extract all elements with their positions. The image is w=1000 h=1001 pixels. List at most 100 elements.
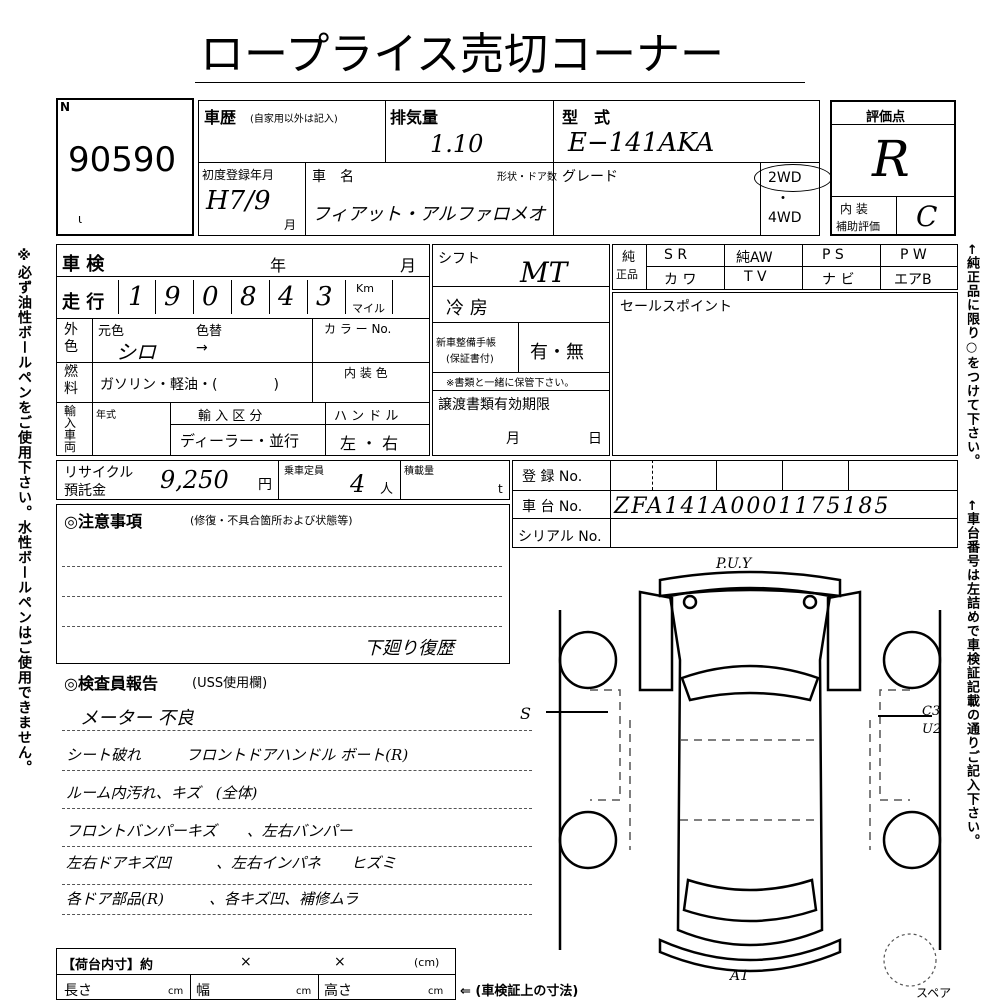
row-line	[56, 276, 430, 277]
first-reg-month-unit: 月	[284, 218, 297, 232]
vline	[802, 244, 803, 290]
row-line	[56, 362, 430, 363]
vline	[92, 318, 93, 456]
evaluation-box	[830, 100, 956, 236]
vline	[325, 402, 326, 456]
fuel-label: 燃料	[64, 364, 78, 397]
row-line	[432, 372, 610, 373]
report-line	[62, 884, 532, 885]
dims-note: ⇐ (車検証上の寸法)	[460, 984, 579, 999]
import-label: 輸入車両	[64, 404, 77, 454]
report-line-2: シート破れ フロントドアハンドル ボート(R)	[66, 746, 409, 764]
top-divider	[198, 162, 820, 163]
interior-color-label: 内 装 色	[344, 366, 388, 380]
vline	[848, 460, 849, 490]
row-line	[432, 286, 610, 287]
vline	[880, 244, 881, 290]
chassis-value: ZFA141A0001175185	[614, 494, 891, 519]
diagram-left-mark: S	[520, 704, 531, 723]
report-line	[62, 914, 532, 915]
lot-sub: ι	[78, 212, 83, 226]
drive-dot: ・	[776, 191, 790, 207]
row-line	[512, 490, 958, 491]
vline	[385, 100, 386, 162]
notes-label: ◎注意事項	[64, 512, 142, 531]
diagram-bottom-mark: A1	[730, 968, 750, 984]
row-line	[432, 322, 610, 323]
load-unit: t	[498, 482, 503, 496]
dims-height: 高さ	[324, 983, 352, 999]
mileage-digit-5: 4	[278, 282, 295, 312]
vline	[518, 322, 519, 372]
vline	[760, 162, 761, 236]
displacement-value: 1.10	[430, 130, 484, 158]
cargo-label: 【荷台内寸】約	[62, 958, 154, 973]
lot-label: N	[60, 100, 71, 114]
report-line	[62, 846, 532, 847]
vline	[553, 100, 554, 236]
drive-circle	[754, 164, 832, 192]
note-line	[62, 566, 502, 567]
row-line	[432, 390, 610, 391]
vline	[190, 974, 191, 1000]
notes-sub: (修復・不具合箇所および状態等)	[190, 514, 353, 527]
color-arrow: →	[196, 340, 208, 356]
mileage-digit-4: 8	[240, 282, 257, 312]
inspection-year: 年	[270, 256, 287, 275]
equip-airbag: エアB	[894, 272, 932, 288]
equipment-grid	[612, 244, 958, 290]
drive-4wd: 4WD	[768, 210, 802, 226]
car-name-label: 車 名	[312, 169, 354, 185]
diagram-right-mark-1: C3	[922, 704, 941, 719]
capacity-label: 乗車定員	[284, 466, 324, 477]
dims-width: 幅	[196, 983, 210, 999]
cargo-x2: ×	[334, 954, 346, 970]
handle-label: ハ ン ド ル	[334, 409, 399, 424]
evaluation-value: R	[872, 130, 910, 188]
spare-label: スペア	[916, 986, 952, 1000]
dims-length: 長さ	[64, 983, 92, 999]
vline	[724, 244, 725, 290]
digit-sep	[269, 280, 270, 314]
vline	[305, 162, 306, 236]
model-value: E−141AKA	[568, 128, 715, 158]
vline	[652, 460, 653, 490]
notes-remark: 下廻り復歴	[364, 638, 454, 659]
digit-sep	[118, 280, 119, 314]
dims-length-unit: cm	[168, 986, 184, 997]
spec-block	[56, 244, 430, 456]
color-outer-label: 外色	[64, 322, 78, 355]
recycle-label-2: 預託金	[64, 483, 106, 499]
vline	[610, 460, 611, 548]
digit-sep	[155, 280, 156, 314]
recycle-row	[56, 460, 510, 500]
equip-ps: P S	[822, 247, 844, 263]
capacity-unit: 人	[380, 482, 394, 497]
mileage-digit-1: 1	[128, 282, 145, 312]
notes-box	[56, 504, 510, 664]
fuel-options: ガソリン・軽油・( )	[100, 377, 279, 393]
recycle-value: 9,250	[160, 466, 229, 494]
vline	[318, 974, 319, 1000]
manual-note: ※書類と一緒に保管下さい。	[446, 378, 575, 389]
cargo-unit: (cm)	[414, 956, 440, 969]
sales-point-label: セールスポイント	[620, 299, 732, 315]
note-line	[62, 626, 502, 627]
manual-label-1: 新車整備手帳	[436, 338, 496, 349]
diagram-top-mark: P.U.Y	[716, 556, 752, 572]
registration-box	[512, 460, 958, 548]
serial-label: シリアル No.	[518, 529, 602, 545]
equip-sr: S R	[664, 247, 688, 263]
report-line-4: フロントバンパーキズ 、左右バンパー	[66, 822, 353, 840]
equip-aw: 純AW	[736, 250, 773, 266]
evaluation-label: 評価点	[866, 110, 906, 125]
history-label: 車歴	[204, 108, 237, 127]
equip-pw: P W	[900, 247, 927, 263]
digit-sep	[231, 280, 232, 314]
vline	[646, 244, 647, 290]
report-line-3: ルーム内汚れ、キズ (全体)	[66, 784, 258, 802]
inspector-sub: (USS使用欄)	[192, 676, 268, 691]
chassis-label: 車 台 No.	[522, 499, 583, 515]
mileage-digit-6: 3	[316, 282, 333, 312]
report-line-6: 各ドア部品(R) 、各キズ凹、補修ムラ	[66, 890, 359, 908]
